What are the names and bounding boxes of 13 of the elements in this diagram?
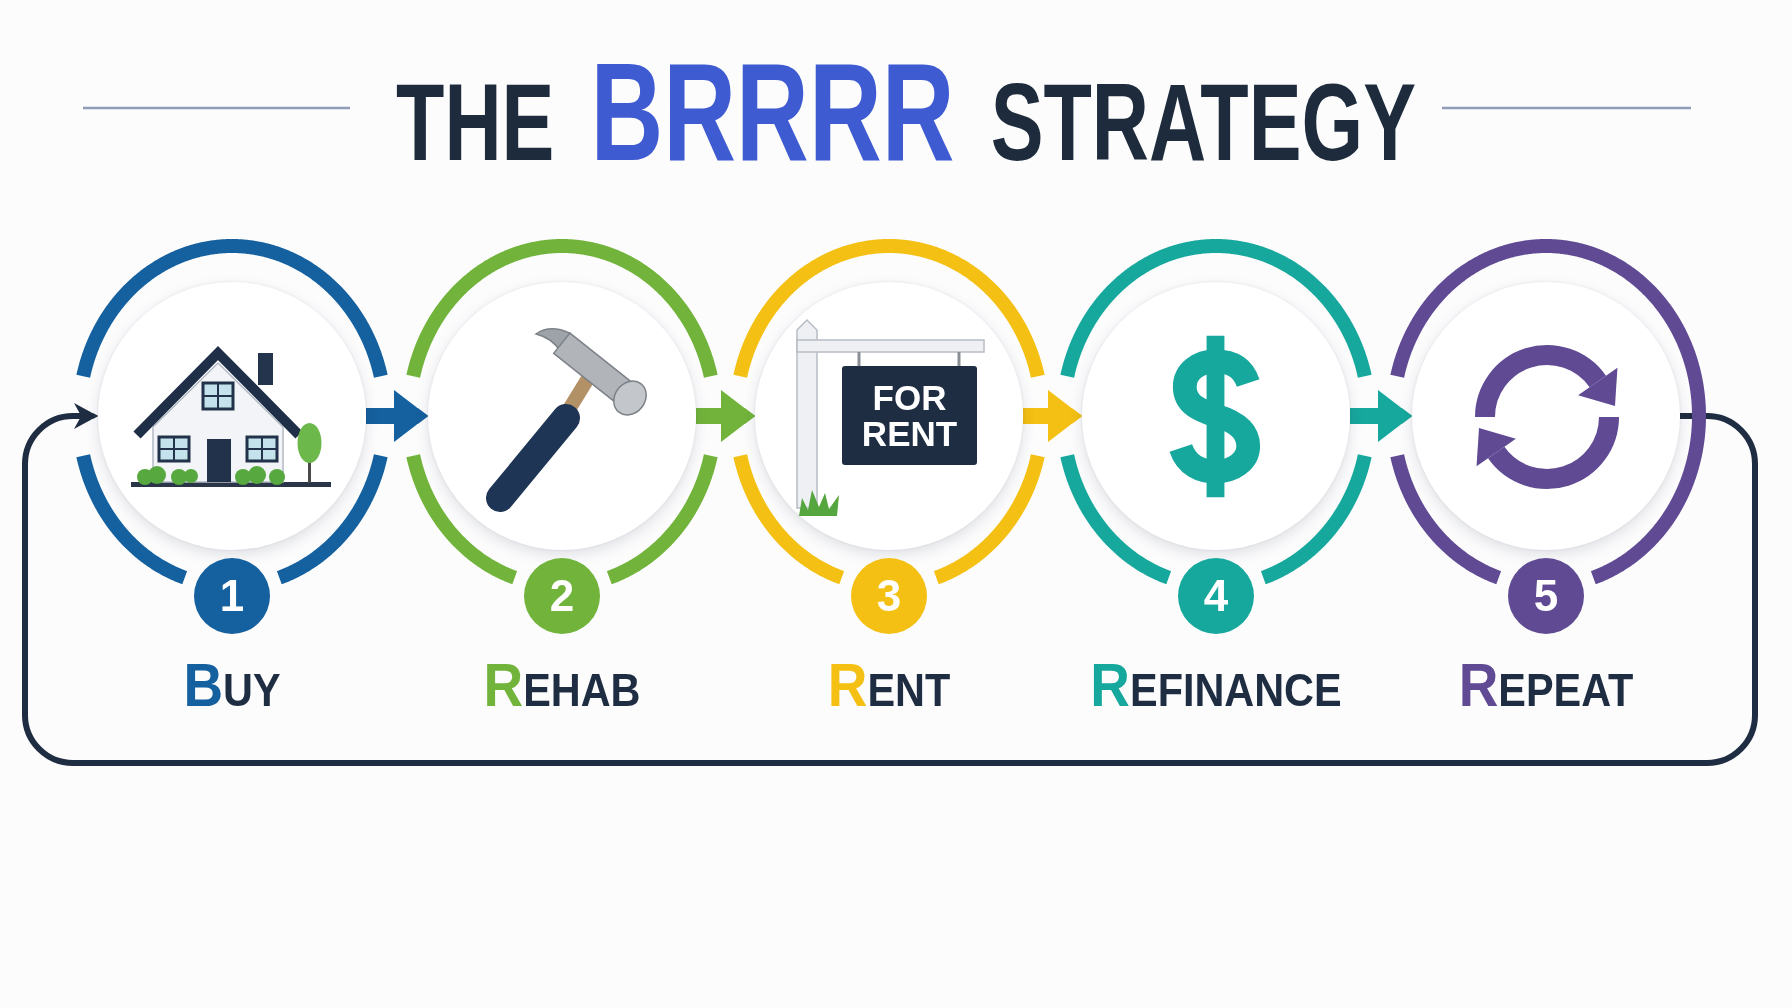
title: THE BRRRR STRATEGY [396,42,1416,182]
step-number-badge: 3 [851,558,927,634]
step-label: REPEAT [1458,654,1634,721]
step-number-badge: 1 [194,558,270,634]
step-label: REHAB [483,654,641,721]
step-number-badge: 5 [1508,558,1584,634]
step-label: REFINANCE [1090,654,1342,721]
step-label: RENT [827,654,951,721]
sign-board: FOR RENT [842,366,977,465]
loop-arrow [22,403,1758,766]
step-number-badge: 2 [524,558,600,634]
step-label: BUY [183,654,281,721]
step-number-badge: 4 [1178,558,1254,634]
